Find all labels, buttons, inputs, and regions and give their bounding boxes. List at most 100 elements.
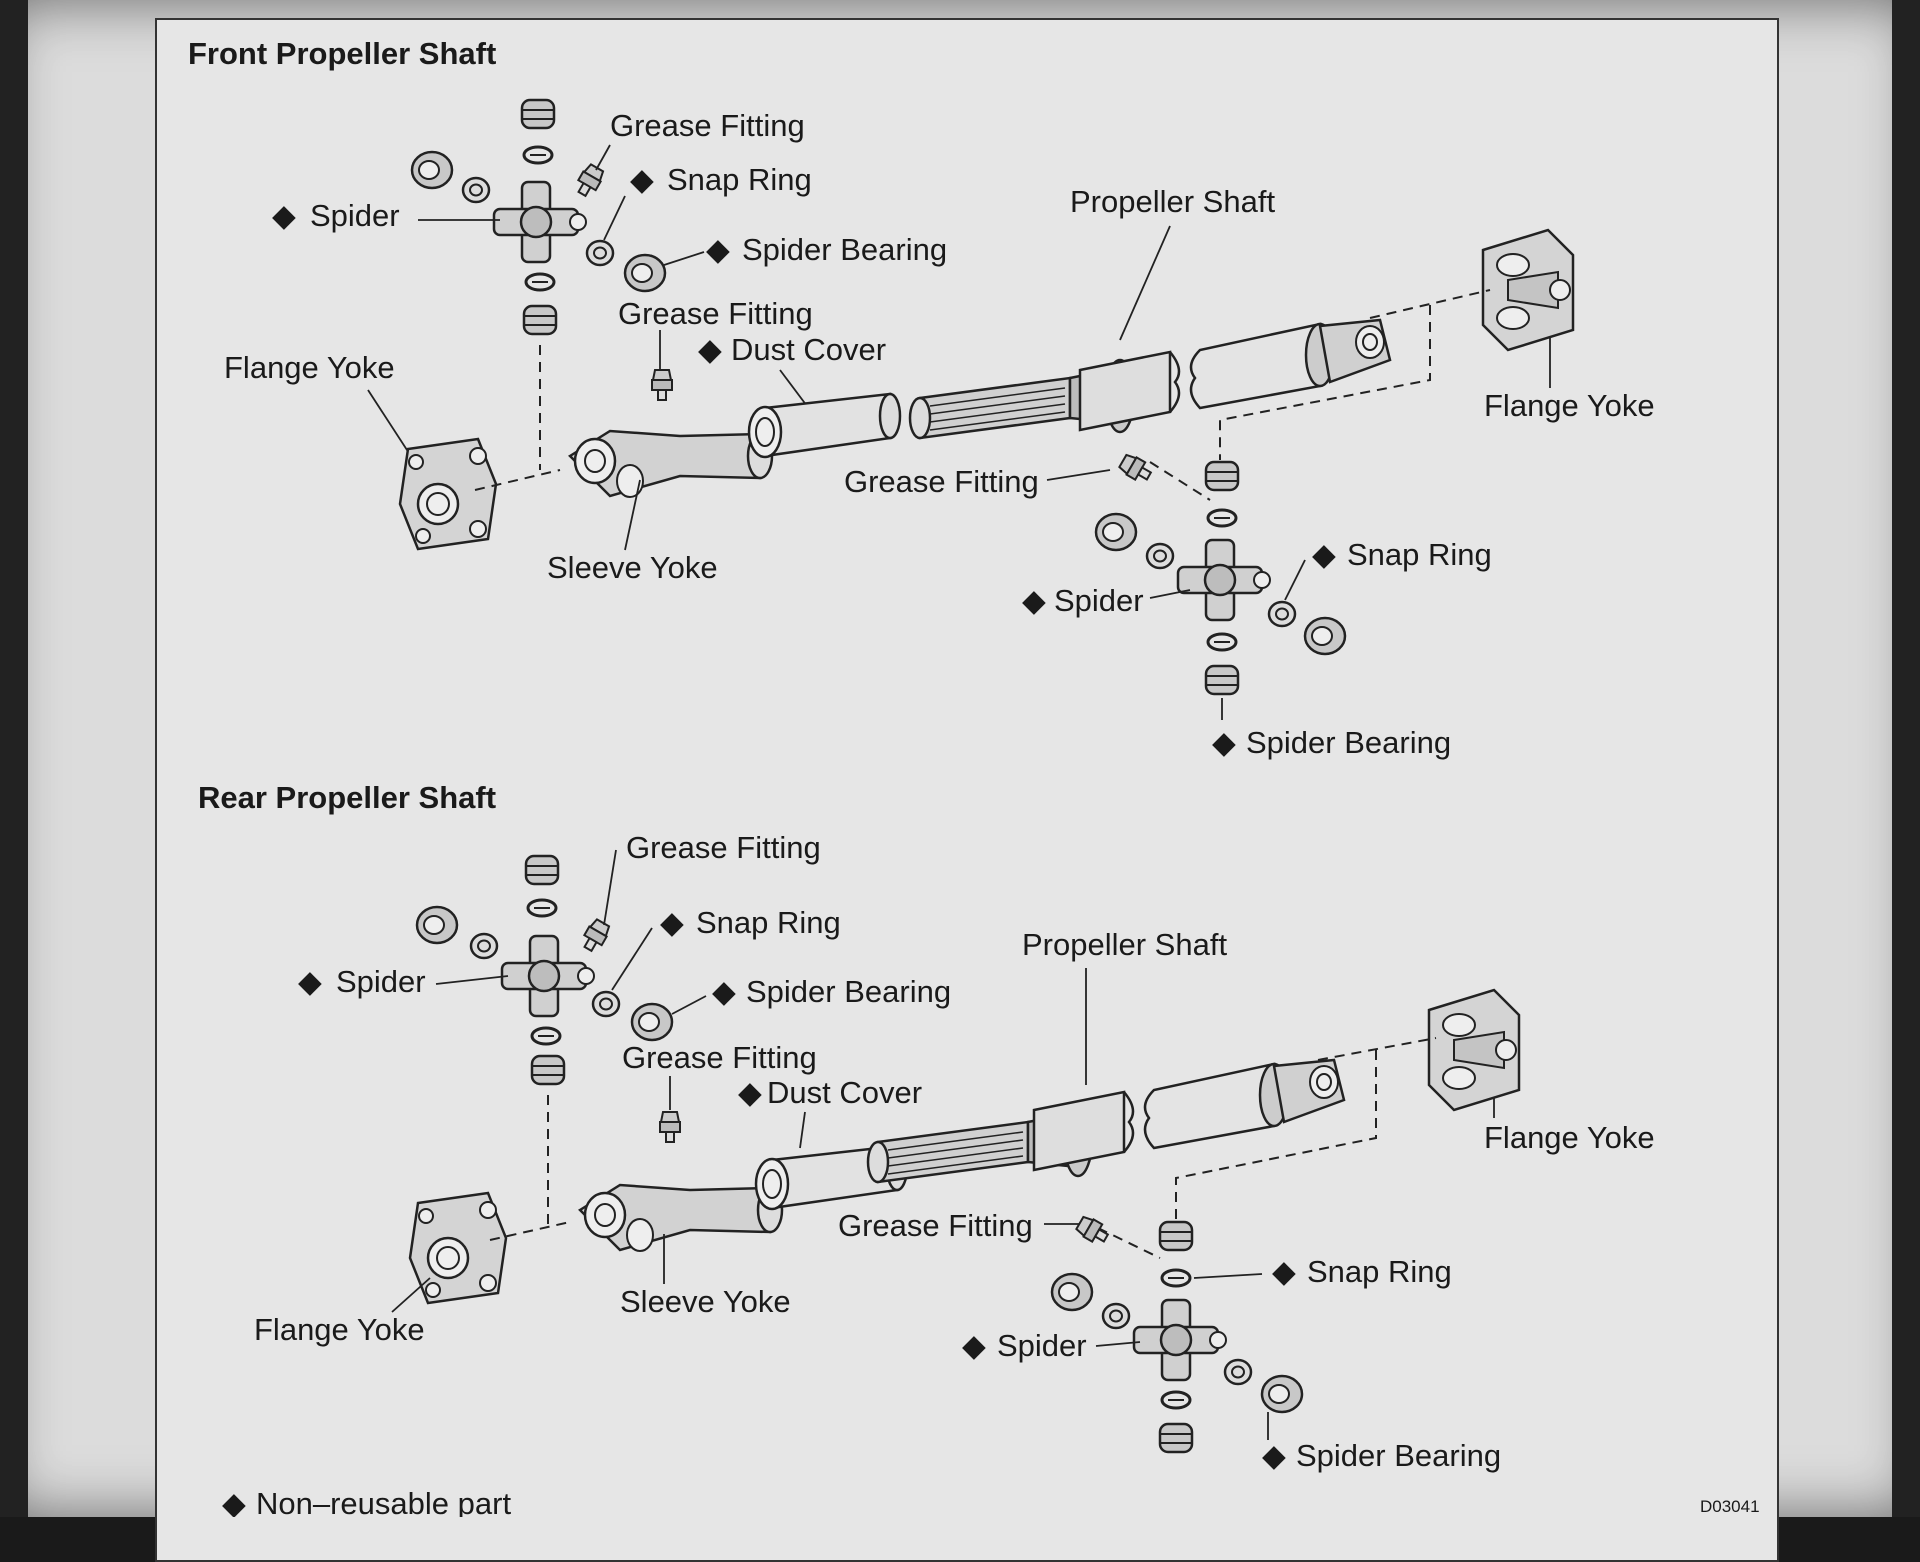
rear-flange-yoke-right-icon — [1427, 988, 1521, 1112]
rear-upper-ring-right-icon — [591, 990, 621, 1018]
front-lower-ring-left-icon — [1145, 542, 1175, 570]
front-sleeve-yoke-icon — [568, 429, 774, 499]
rear-spider-diamond-2: ◆ — [962, 1328, 986, 1363]
front-grease-fitting-2-icon — [651, 369, 673, 401]
front-upper-bearing-top-icon — [520, 98, 556, 130]
rear-dust-cover-diamond: ◆ — [738, 1075, 762, 1110]
front-spider-diamond: ◆ — [272, 198, 296, 233]
front-dust-cover-icon — [747, 392, 902, 459]
front-upper-bearing-bottom-icon — [522, 304, 558, 336]
rear-upper-ring-left-icon — [469, 932, 499, 960]
front-spider-label-1: Spider — [310, 198, 400, 233]
rear-propeller-tube-icon — [1032, 1058, 1346, 1172]
front-upper-clip-top-icon — [522, 145, 554, 165]
rear-upper-grease-fitting-icon — [578, 916, 613, 955]
front-lower-bearing-right-icon — [1303, 616, 1347, 656]
front-grease-fitting-label-3: Grease Fitting — [844, 464, 1039, 499]
front-flange-yoke-label-left: Flange Yoke — [224, 350, 395, 385]
rear-grease-fitting-label-1: Grease Fitting — [626, 830, 821, 865]
legend-text: Non–reusable part — [256, 1486, 511, 1517]
front-dust-cover-diamond: ◆ — [698, 332, 722, 367]
rear-propeller-shaft-label: Propeller Shaft — [1022, 927, 1227, 962]
front-propeller-shaft-label: Propeller Shaft — [1070, 184, 1275, 219]
front-upper-clip-bottom-icon — [524, 272, 556, 292]
rear-upper-spider-icon — [500, 934, 596, 1018]
front-upper-bearing-left-icon — [410, 150, 454, 190]
front-lower-spider-icon — [1176, 538, 1272, 622]
front-lower-ring-right-icon — [1267, 600, 1297, 628]
front-lower-bearing-bottom-icon — [1204, 664, 1240, 696]
front-upper-grease-fitting-icon — [572, 161, 607, 200]
front-spider-bearing-diamond: ◆ — [706, 232, 730, 267]
exploded-diagram: Front Propeller Shaft Grease Fitting ◆ S… — [188, 36, 1760, 1517]
front-flange-yoke-label-right: Flange Yoke — [1484, 388, 1655, 423]
front-lower-bearing-top-icon — [1204, 460, 1240, 492]
front-section-title: Front Propeller Shaft — [188, 36, 496, 71]
front-snap-ring-label-2: Snap Ring — [1347, 537, 1492, 572]
rear-upper-bearing-left-icon — [415, 905, 459, 945]
rear-lower-clip-top-icon — [1160, 1268, 1192, 1288]
rear-spider-bearing-diamond-2: ◆ — [1262, 1438, 1286, 1473]
figure-code: D03041 — [1700, 1497, 1760, 1516]
front-dust-cover-label: Dust Cover — [731, 332, 886, 367]
rear-flange-yoke-label-right: Flange Yoke — [1484, 1120, 1655, 1155]
rear-upper-bearing-top-icon — [524, 854, 560, 886]
rear-spider-bearing-label-1: Spider Bearing — [746, 974, 951, 1009]
front-snap-ring-label-1: Snap Ring — [667, 162, 812, 197]
rear-grease-fitting-label-3: Grease Fitting — [838, 1208, 1033, 1243]
rear-lower-bearing-top-icon — [1158, 1220, 1194, 1252]
rear-lower-clip-bottom-icon — [1160, 1390, 1192, 1410]
front-propeller-tube-icon — [1078, 318, 1392, 432]
front-upper-bearing-right-icon — [623, 253, 667, 293]
rear-lower-bearing-bottom-icon — [1158, 1422, 1194, 1454]
rear-sleeve-yoke-label: Sleeve Yoke — [620, 1284, 791, 1319]
rear-section-title: Rear Propeller Shaft — [198, 780, 496, 815]
front-flange-yoke-left-icon — [398, 437, 498, 551]
front-grease-fitting-label-2: Grease Fitting — [618, 296, 813, 331]
rear-spider-label-1: Spider — [336, 964, 426, 999]
rear-sleeve-yoke-icon — [578, 1183, 784, 1253]
monitor-bezel-right — [1892, 0, 1920, 1517]
rear-lower-bearing-left-icon — [1050, 1272, 1094, 1312]
rear-lower-bearing-right-icon — [1260, 1374, 1304, 1414]
rear-upper-bearing-right-icon — [630, 1002, 674, 1042]
rear-spider-label-2: Spider — [997, 1328, 1087, 1363]
rear-grease-fitting-2-icon — [659, 1111, 681, 1143]
front-spider-bearing-label-2: Spider Bearing — [1246, 725, 1451, 760]
rear-snap-ring-diamond-2: ◆ — [1272, 1254, 1296, 1289]
rear-upper-clip-top-icon — [526, 898, 558, 918]
rear-lower-spider-icon — [1132, 1298, 1228, 1382]
front-snap-ring-diamond-2: ◆ — [1312, 537, 1336, 572]
rear-dust-cover-label: Dust Cover — [767, 1075, 922, 1110]
rear-lower-ring-right-icon — [1223, 1358, 1253, 1386]
rear-snap-ring-diamond: ◆ — [660, 905, 684, 940]
front-spider-bearing-label-1: Spider Bearing — [742, 232, 947, 267]
rear-grease-fitting-label-2: Grease Fitting — [622, 1040, 817, 1075]
rear-flange-yoke-left-icon — [408, 1191, 508, 1305]
front-upper-ring-left-icon — [461, 176, 491, 204]
rear-upper-clip-bottom-icon — [530, 1026, 562, 1046]
front-sleeve-yoke-label: Sleeve Yoke — [547, 550, 718, 585]
front-spider-diamond-2: ◆ — [1022, 583, 1046, 618]
front-lower-clip-top-icon — [1206, 508, 1238, 528]
rear-flange-yoke-label-left: Flange Yoke — [254, 1312, 425, 1347]
rear-spider-bearing-diamond: ◆ — [712, 974, 736, 1009]
front-upper-spider-icon — [492, 180, 588, 264]
front-lower-bearing-left-icon — [1094, 512, 1138, 552]
rear-upper-bearing-bottom-icon — [530, 1054, 566, 1086]
rear-spider-bearing-label-2: Spider Bearing — [1296, 1438, 1501, 1473]
front-lower-clip-bottom-icon — [1206, 632, 1238, 652]
rear-spider-diamond: ◆ — [298, 964, 322, 999]
rear-snap-ring-label-1: Snap Ring — [696, 905, 841, 940]
front-flange-yoke-right-icon — [1481, 228, 1575, 352]
front-upper-ring-right-icon — [585, 239, 615, 267]
front-spider-bearing-diamond-2: ◆ — [1212, 725, 1236, 760]
monitor-bezel-left — [0, 0, 28, 1517]
front-spider-label-2: Spider — [1054, 583, 1144, 618]
front-lower-grease-fitting-icon — [1116, 451, 1155, 486]
rear-lower-ring-left-icon — [1101, 1302, 1131, 1330]
front-grease-fitting-label-1: Grease Fitting — [610, 108, 805, 143]
rear-snap-ring-label-2: Snap Ring — [1307, 1254, 1452, 1289]
front-snap-ring-diamond: ◆ — [630, 162, 654, 197]
legend-symbol: ◆ — [222, 1486, 246, 1517]
